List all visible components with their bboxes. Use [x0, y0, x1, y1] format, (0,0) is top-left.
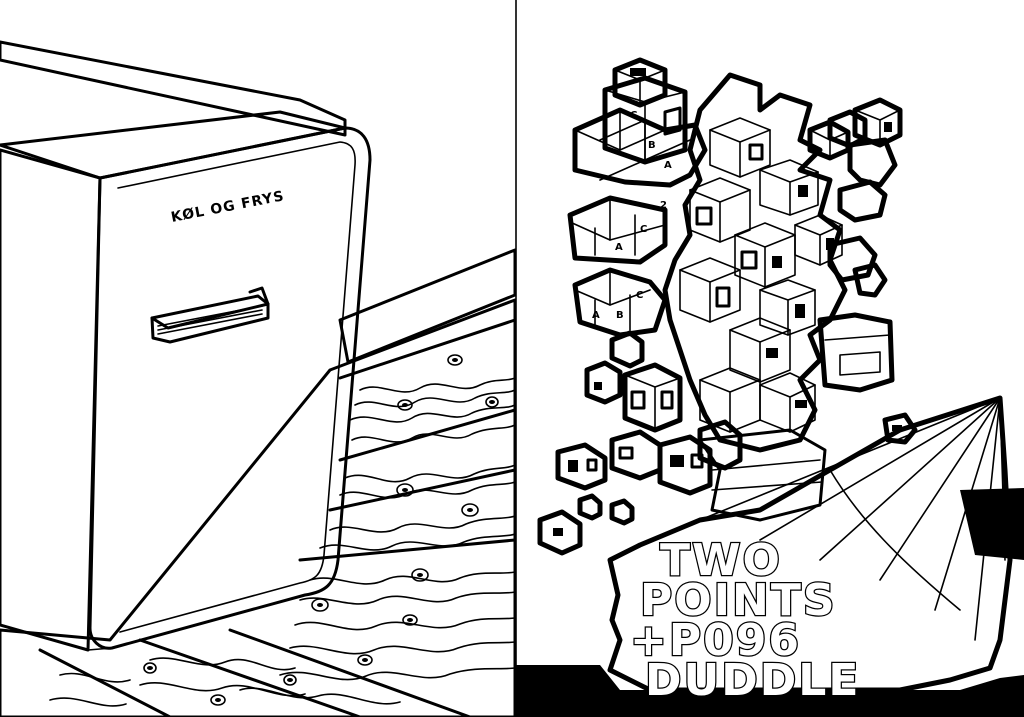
left-panel: KØL OG FRYS — [0, 40, 517, 717]
bubble-lettering: TWO POINTS +P096 DUDDLE — [629, 534, 860, 708]
cube-cluster-right — [807, 97, 918, 445]
wooden-floor — [0, 298, 517, 717]
svg-text:2: 2 — [660, 200, 667, 211]
fridge-door — [88, 126, 372, 650]
cube-cluster-low-left: C B A — [572, 267, 668, 338]
svg-text:B: B — [616, 310, 624, 321]
fridge-brand-label: KØL OG FRYS — [170, 188, 286, 226]
svg-text:C: C — [640, 224, 647, 235]
cube-cluster-mid-left: C A 2 — [567, 195, 668, 265]
cube-cloud: C B A — [537, 57, 918, 556]
lettering-line-3: +P096 — [630, 615, 801, 666]
lettering-line-2: POINTS — [640, 575, 837, 626]
svg-text:A: A — [615, 242, 623, 253]
wall-ledge — [338, 248, 517, 364]
cloth-banner — [607, 395, 1013, 693]
svg-text:C: C — [636, 290, 643, 301]
lettering-line-4: DUDDLE — [645, 655, 860, 706]
fridge-handle — [150, 286, 270, 344]
cube-cluster-lower — [537, 330, 743, 556]
wood-knots — [143, 354, 499, 706]
svg-text:B: B — [648, 140, 656, 151]
svg-text:A: A — [592, 310, 600, 321]
svg-text:C: C — [630, 110, 637, 121]
cube-tower — [662, 72, 848, 453]
right-panel: C B A — [515, 0, 1024, 717]
svg-text:A: A — [664, 160, 672, 171]
lettering-line-1: TWO — [660, 535, 782, 586]
